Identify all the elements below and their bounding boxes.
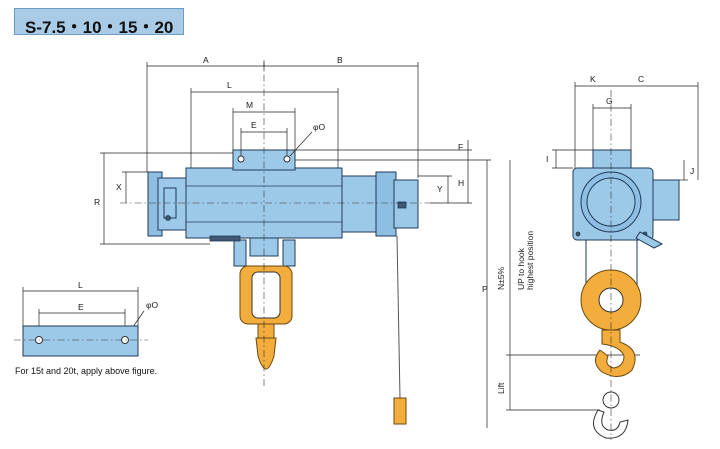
motor-terminal	[397, 201, 407, 209]
detail-label-phi-o: φO	[146, 300, 159, 310]
detail-hole-right	[121, 336, 129, 344]
pendant-switch	[393, 397, 407, 425]
dim-label-phi-o: φO	[313, 122, 326, 132]
dim-p	[472, 159, 491, 428]
dim-label-p: P	[482, 284, 488, 294]
dim-label-m: M	[246, 100, 253, 110]
dim-label-e: E	[251, 120, 257, 130]
side-hook	[595, 329, 636, 377]
hook-block-sheave	[251, 271, 281, 319]
dim-label-c: C	[638, 74, 644, 84]
dim-label-h: H	[458, 178, 464, 188]
detail-footnote: For 15t and 20t, apply above figure.	[15, 366, 158, 376]
dim-label-i: I	[546, 154, 548, 164]
note-n-tolerance: N±5%	[496, 266, 506, 290]
hook-shank	[257, 323, 275, 339]
hook-tip	[255, 337, 277, 370]
motor-flange	[375, 171, 397, 237]
note-up-to-hook: UP to hook	[516, 247, 526, 290]
pendant-cable	[396, 235, 401, 399]
saddle-hole-right	[283, 155, 291, 163]
dim-label-r: R	[94, 197, 100, 207]
note-highest-position: highest position	[525, 231, 535, 290]
base-plate-left	[209, 235, 241, 242]
hanger-left-arm	[233, 239, 247, 267]
dim-label-b: B	[337, 55, 343, 65]
dim-k-c-g	[574, 82, 699, 180]
dim-a-b	[146, 62, 419, 178]
saddle-hole-left	[237, 155, 245, 163]
side-saddle	[592, 149, 632, 171]
dim-l	[190, 88, 339, 168]
dim-lift	[506, 355, 600, 411]
model-range-title: S-7.5・10・15・20	[25, 18, 174, 37]
dim-label-f: F	[458, 142, 463, 152]
dim-label-x: X	[116, 182, 122, 192]
motor-housing	[341, 175, 379, 233]
detail-view	[14, 287, 148, 357]
model-range-badge: S-7.5・10・15・20	[14, 8, 184, 37]
hanger-right-arm	[282, 239, 296, 267]
left-bolt	[165, 215, 171, 221]
dim-r	[100, 152, 233, 245]
dim-label-j: J	[690, 166, 694, 176]
side-bracket	[635, 231, 664, 249]
side-view	[572, 149, 680, 439]
dim-m	[232, 108, 296, 150]
dim-label-lift: Lift	[496, 382, 506, 394]
detail-saddle-plate	[22, 325, 139, 357]
front-view	[147, 149, 419, 425]
dim-i	[552, 149, 593, 169]
dim-j	[679, 160, 688, 181]
detail-label-e: E	[78, 302, 84, 312]
dim-n	[506, 160, 640, 356]
side-bolt-left	[575, 231, 581, 237]
dim-e	[240, 128, 313, 157]
dim-y	[418, 175, 452, 203]
dim-f-h	[295, 140, 472, 204]
dim-label-l: L	[227, 80, 232, 90]
dim-label-k: K	[590, 74, 596, 84]
side-control-box	[652, 179, 680, 221]
dim-label-g: G	[606, 96, 613, 106]
side-lowest-hook	[593, 409, 629, 439]
dim-label-a: A	[203, 55, 209, 65]
dim-x	[122, 171, 148, 203]
dim-label-y: Y	[437, 184, 443, 194]
detail-label-l: L	[78, 280, 83, 290]
